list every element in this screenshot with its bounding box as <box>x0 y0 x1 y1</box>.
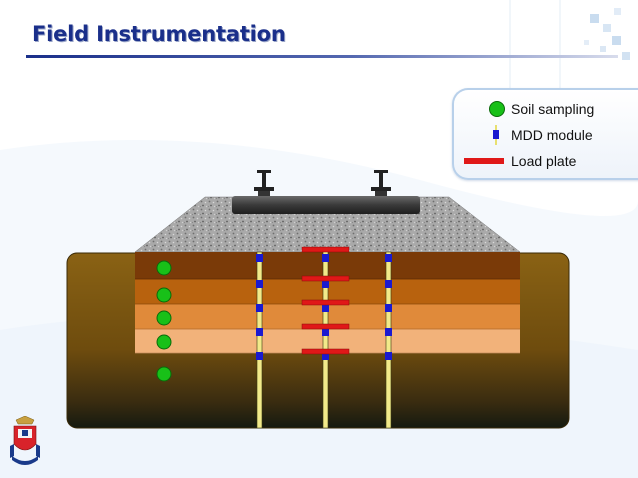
load-plate <box>301 246 350 253</box>
legend-box: Soil sampling MDD module Load plate <box>452 88 638 180</box>
title-underline <box>26 55 618 58</box>
mdd-module <box>385 328 392 336</box>
mdd-module <box>256 304 263 312</box>
mdd-module <box>322 254 329 262</box>
university-crest-icon <box>10 416 40 465</box>
load-plate <box>301 299 350 306</box>
rail-left <box>254 170 274 196</box>
soil-sampling-point <box>156 260 172 276</box>
mdd-shaft-right <box>385 251 392 429</box>
slide-title: Field Instrumentation <box>32 22 286 46</box>
load-plate <box>301 323 350 330</box>
mdd-module <box>256 328 263 336</box>
soil-sampling-point <box>156 334 172 350</box>
mdd-module-icon <box>493 125 499 145</box>
mdd-module <box>322 328 329 336</box>
load-plate <box>301 275 350 282</box>
green-circle-icon <box>489 101 505 117</box>
mdd-module <box>385 280 392 288</box>
mdd-module <box>256 254 263 262</box>
legend-label: Load plate <box>511 153 577 169</box>
mdd-shaft-center <box>322 247 329 429</box>
legend-item-soil-sampling: Soil sampling <box>454 99 638 119</box>
legend-label: Soil sampling <box>511 101 595 117</box>
soil-sampling-point <box>156 310 172 326</box>
mdd-module <box>385 352 392 360</box>
mdd-module <box>256 352 263 360</box>
mdd-module <box>256 280 263 288</box>
mdd-module <box>322 352 329 360</box>
load-plate-icon <box>464 158 504 164</box>
mdd-shaft-left <box>256 251 263 429</box>
soil-sampling-point <box>156 287 172 303</box>
soil-sampling-point <box>156 366 172 382</box>
mdd-module <box>322 304 329 312</box>
legend-item-mdd-module: MDD module <box>454 125 638 145</box>
mdd-module <box>385 304 392 312</box>
mdd-module <box>385 254 392 262</box>
legend-label: MDD module <box>511 127 593 143</box>
mdd-module <box>322 280 329 288</box>
rail-right <box>371 170 391 196</box>
load-plate <box>301 348 350 355</box>
sleeper <box>232 196 420 214</box>
legend-item-load-plate: Load plate <box>454 151 638 171</box>
